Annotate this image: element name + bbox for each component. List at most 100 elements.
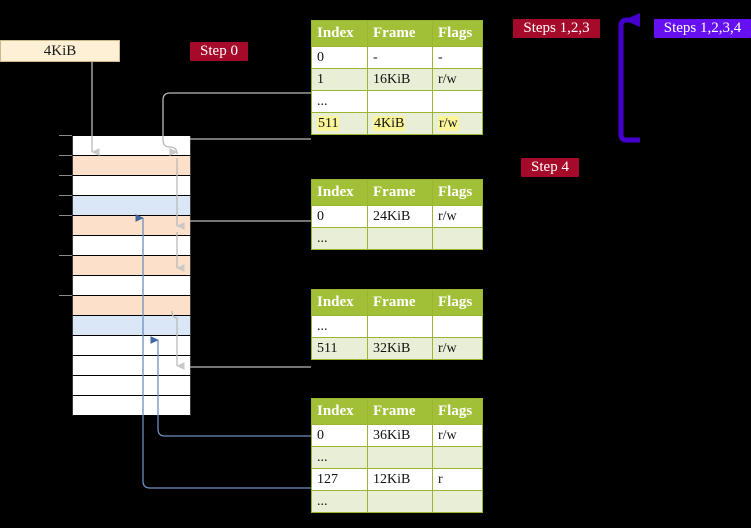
column-header-index: Index bbox=[311, 289, 368, 316]
table-row: ... bbox=[311, 90, 483, 113]
memory-row-tick bbox=[59, 195, 72, 196]
entry-flags bbox=[432, 227, 483, 250]
table-row: ... bbox=[311, 490, 483, 513]
entry-frame: 12KiB bbox=[367, 468, 433, 491]
memory-frame-row bbox=[72, 376, 191, 396]
column-header-flags: Flags bbox=[432, 289, 483, 316]
column-header-flags: Flags bbox=[432, 398, 483, 425]
physical-memory-column bbox=[71, 135, 191, 416]
memory-row-tick bbox=[59, 295, 72, 296]
column-header-flags: Flags bbox=[432, 179, 483, 206]
entry-index: ... bbox=[311, 490, 368, 513]
entry-flags bbox=[432, 315, 483, 338]
column-header-frame: Frame bbox=[367, 398, 433, 425]
memory-frame-row bbox=[72, 196, 191, 216]
memory-frame-row bbox=[72, 356, 191, 376]
entry-frame: - bbox=[367, 46, 433, 69]
badge-step-4: Step 4 bbox=[521, 158, 579, 177]
table-row: 0-- bbox=[311, 46, 483, 69]
frame-size-label: 4KiB bbox=[0, 40, 120, 62]
table-row: ... bbox=[311, 227, 483, 250]
badge-steps-1234: Steps 1,2,3,4 bbox=[654, 19, 751, 38]
memory-frame-row bbox=[72, 156, 191, 176]
column-header-frame: Frame bbox=[367, 179, 433, 206]
entry-frame bbox=[367, 490, 433, 513]
entry-index: ... bbox=[311, 90, 368, 113]
memory-frame-row bbox=[72, 236, 191, 256]
column-header-frame: Frame bbox=[367, 20, 433, 47]
entry-frame bbox=[367, 315, 433, 338]
entry-flags bbox=[432, 446, 483, 469]
entry-flags: r/w bbox=[432, 424, 483, 447]
badge-step-0: Step 0 bbox=[190, 42, 248, 61]
memory-frame-row bbox=[72, 336, 191, 356]
column-header-index: Index bbox=[311, 20, 368, 47]
entry-flags: r/w bbox=[432, 68, 483, 91]
entry-frame: 24KiB bbox=[367, 205, 433, 228]
column-header-flags: Flags bbox=[432, 20, 483, 47]
table-row: ... bbox=[311, 315, 483, 338]
entry-frame: 16KiB bbox=[367, 68, 433, 91]
entry-index: 511 bbox=[311, 112, 368, 135]
entry-index: ... bbox=[311, 315, 368, 338]
badge-steps-123: Steps 1,2,3 bbox=[513, 19, 600, 38]
table-row: 511 4KiB r/w bbox=[311, 112, 483, 135]
memory-frame-row bbox=[72, 216, 191, 236]
memory-row-tick bbox=[59, 175, 72, 176]
entry-frame bbox=[367, 227, 433, 250]
entry-index: 0 bbox=[311, 424, 368, 447]
entry-frame-highlight: 4KiB bbox=[373, 115, 406, 131]
memory-frame-row bbox=[72, 296, 191, 316]
memory-frame-row bbox=[72, 176, 191, 196]
entry-flags: r/w bbox=[432, 205, 483, 228]
entry-flags-highlight: r/w bbox=[438, 115, 459, 131]
entry-index: 0 bbox=[311, 205, 368, 228]
entry-frame: 4KiB bbox=[367, 112, 433, 135]
memory-frame-row bbox=[72, 256, 191, 276]
table-row: ... bbox=[311, 446, 483, 469]
memory-frame-row bbox=[72, 136, 191, 156]
memory-frame-row bbox=[72, 396, 191, 416]
entry-frame: 32KiB bbox=[367, 337, 433, 360]
entry-index: 0 bbox=[311, 46, 368, 69]
memory-row-tick bbox=[59, 155, 72, 156]
entry-frame bbox=[367, 446, 433, 469]
entry-flags: r bbox=[432, 468, 483, 491]
entry-flags: r/w bbox=[432, 337, 483, 360]
entry-index: ... bbox=[311, 446, 368, 469]
steps-loop-arrowhead bbox=[624, 13, 640, 27]
entry-frame: 36KiB bbox=[367, 424, 433, 447]
entry-flags: r/w bbox=[432, 112, 483, 135]
entry-flags bbox=[432, 490, 483, 513]
memory-frame-row bbox=[72, 316, 191, 336]
memory-frame-row bbox=[72, 276, 191, 296]
entry-index: 127 bbox=[311, 468, 368, 491]
column-header-index: Index bbox=[311, 398, 368, 425]
entry-flags bbox=[432, 90, 483, 113]
entry-index-highlight: 511 bbox=[317, 115, 340, 131]
memory-row-tick bbox=[59, 135, 72, 136]
column-header-index: Index bbox=[311, 179, 368, 206]
entry-index: 1 bbox=[311, 68, 368, 91]
column-header-frame: Frame bbox=[367, 289, 433, 316]
memory-row-tick bbox=[59, 215, 72, 216]
entry-index: ... bbox=[311, 227, 368, 250]
entry-frame bbox=[367, 90, 433, 113]
entry-flags: - bbox=[432, 46, 483, 69]
memory-row-tick bbox=[59, 255, 72, 256]
steps-loop-arrow bbox=[618, 17, 640, 143]
